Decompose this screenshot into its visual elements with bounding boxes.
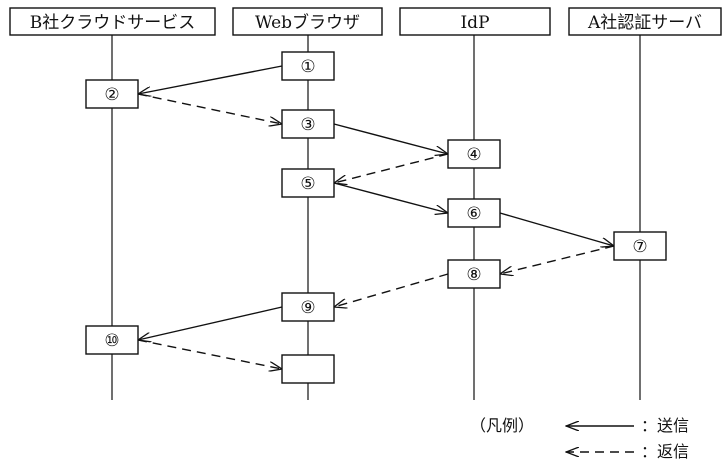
step-label-2: ② (104, 85, 119, 105)
return-arrow-7 (500, 245, 615, 274)
participant-headers: B社クラウドサービス Webブラウザ IdP A社認証サーバ (9, 7, 722, 36)
send-arrow-3 (333, 123, 448, 154)
participant-box-i (399, 7, 551, 36)
lifelines (111, 35, 641, 400)
participant-label-a: A社認証サーバ (587, 13, 702, 33)
return-arrow-8 (334, 273, 449, 307)
step-label-7: ⑦ (632, 237, 647, 257)
step-label-1: ① (300, 57, 315, 77)
step-label-9: ⑨ (300, 298, 315, 318)
step-label-5: ⑤ (300, 174, 315, 194)
send-arrow-5 (333, 182, 448, 213)
step-box-3 (281, 109, 335, 139)
participant-label-w: Webブラウザ (255, 12, 360, 33)
return-arrow-2 (137, 93, 282, 124)
send-arrow-6 (499, 212, 614, 246)
step-box-8 (447, 259, 501, 289)
participant-label-i: IdP (460, 13, 489, 33)
step-label-8: ⑧ (466, 265, 481, 285)
participant-label-b: B社クラウドサービス (30, 13, 196, 33)
step-box-5 (281, 168, 335, 198)
step-box-9 (281, 292, 335, 322)
step-box-1 (281, 51, 335, 81)
step-box-7 (613, 231, 667, 261)
step-label-3: ③ (300, 115, 315, 135)
legend-return-label: ：返信 (641, 442, 689, 461)
legend-title: （凡例） (470, 416, 534, 435)
step-boxes: ① ② ③ ④ ⑤ ⑥ ⑦ ⑧ ⑨ ⑩ (85, 51, 667, 384)
participant-box-b (9, 7, 216, 36)
participant-box-a (568, 7, 722, 36)
return-arrow-4 (334, 153, 449, 183)
step-label-10: ⑩ (104, 331, 119, 351)
send-arrow-1 (138, 65, 283, 94)
step-box-6 (447, 198, 501, 228)
legend-send-label: ：送信 (641, 416, 689, 435)
return-arrow-10 (137, 339, 282, 369)
participant-box-w (232, 7, 383, 36)
send-arrow-9 (138, 306, 283, 340)
message-arrows (137, 65, 615, 369)
step-box-4 (447, 139, 501, 169)
step-box-2 (85, 79, 139, 109)
step-box-11 (281, 354, 335, 384)
step-label-6: ⑥ (466, 204, 481, 224)
step-label-4: ④ (466, 145, 481, 165)
legend: （凡例） ：送信 ：返信 (470, 416, 689, 461)
step-box-10 (85, 325, 139, 355)
